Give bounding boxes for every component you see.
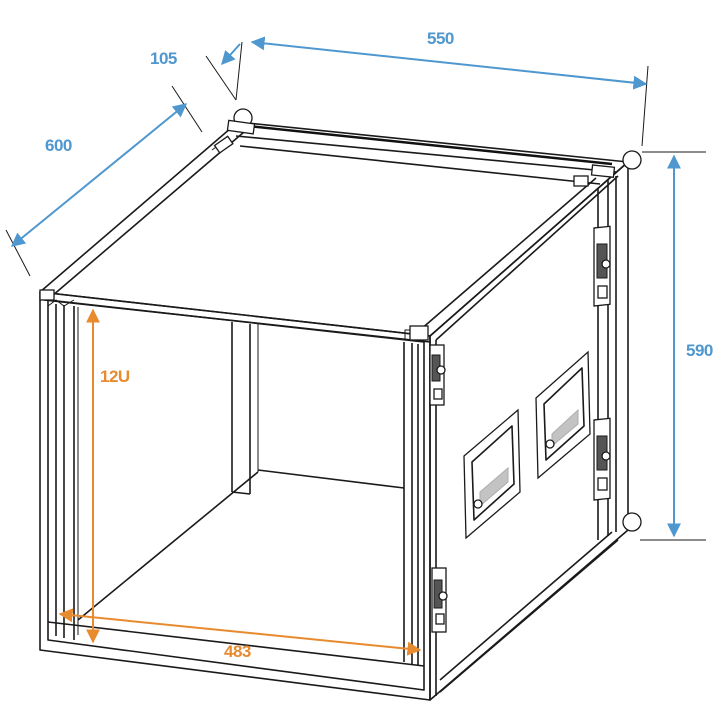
case-front — [39, 291, 431, 701]
butterfly-latches — [429, 225, 611, 633]
lid-depth-label: 105 — [150, 49, 177, 68]
depth-label: 600 — [45, 136, 72, 155]
handle-upper — [535, 350, 591, 480]
rack-width-dimension-line — [58, 608, 422, 656]
right-rack-rail — [403, 329, 419, 666]
width-dimension-line — [250, 36, 648, 90]
rack-width-label: 483 — [224, 642, 251, 661]
recessed-handles — [463, 350, 591, 540]
case-interior — [77, 322, 405, 621]
left-rack-rail — [47, 299, 79, 640]
ball-corner-bottom-right — [622, 512, 642, 532]
depth-dimension-line — [10, 103, 188, 247]
width-label: 550 — [427, 29, 454, 48]
height-label: 590 — [686, 341, 713, 360]
handle-lower — [463, 408, 521, 540]
latch-side-bottom — [593, 417, 611, 501]
lid-dimension-line — [221, 43, 241, 66]
ball-corners — [39, 108, 642, 532]
ball-corner-top-right — [622, 150, 642, 170]
rack-units-label: 12U — [100, 367, 130, 386]
latch-front-bottom — [431, 567, 448, 633]
outer-dimensions — [5, 36, 706, 541]
inner-dimensions — [58, 308, 422, 656]
latch-front-top — [429, 344, 446, 406]
latch-side-top — [593, 225, 611, 307]
